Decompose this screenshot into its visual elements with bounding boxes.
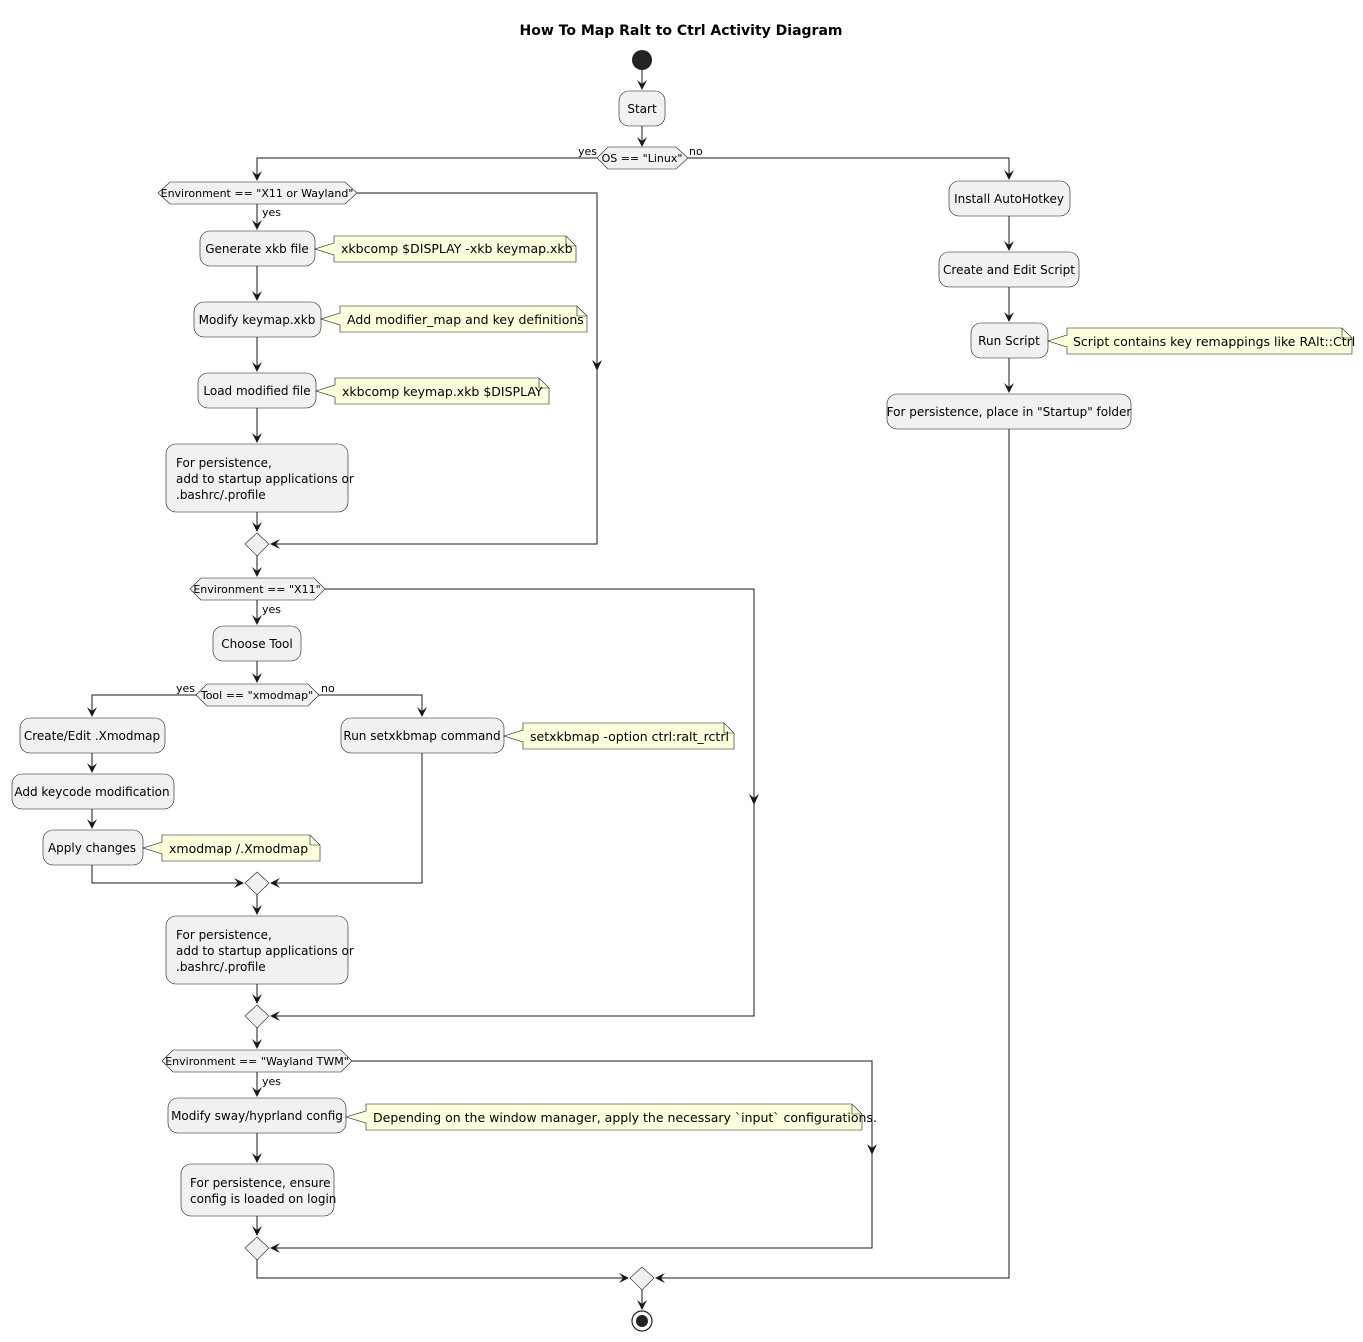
svg-text:config is loaded on login: config is loaded on login [190,1192,336,1206]
svg-text:Start: Start [627,102,657,116]
svg-text:Choose Tool: Choose Tool [221,637,292,651]
run-setxkbmap-activity: Run setxkbmap command [340,717,505,754]
svg-text:Depending on the window manage: Depending on the window manager, apply t… [373,1110,877,1125]
create-edit-script-activity: Create and Edit Script [938,251,1080,288]
modify-keymap-activity: Modify keymap.xkb [193,301,322,338]
tool-decision: Tool == "xmodmap" [195,683,320,707]
svg-text:For persistence, ensure: For persistence, ensure [190,1176,331,1190]
svg-text:.bashrc/.profile: .bashrc/.profile [176,488,266,502]
svg-text:Environment == "X11 or Wayland: Environment == "X11 or Wayland" [161,187,354,200]
modify-sway-note: Depending on the window manager, apply t… [344,1103,877,1131]
env2-yes-label: yes [262,603,281,616]
merge-diamond-4 [244,1236,270,1261]
windows-persistence-activity: For persistence, place in "Startup" fold… [887,393,1132,430]
final-merge-diamond [629,1266,655,1291]
install-autohotkey-activity: Install AutoHotkey [948,180,1071,217]
svg-text:Modify sway/hyprland config: Modify sway/hyprland config [171,1109,343,1123]
svg-text:Apply changes: Apply changes [48,841,136,855]
svg-text:Script contains key remappings: Script contains key remappings like RAlt… [1073,334,1355,349]
generate-xkb-activity: Generate xkb file [199,230,316,267]
tool-no-label: no [321,682,335,695]
os-no-label: no [689,145,703,158]
apply-changes-activity: Apply changes [42,829,144,866]
load-modified-note: xkbcomp keymap.xkb $DISPLAY [315,377,550,405]
svg-text:Create and Edit Script: Create and Edit Script [943,263,1075,277]
start-activity: Start [618,90,666,127]
svg-text:For persistence,: For persistence, [176,456,272,470]
run-script-note: Script contains key remappings like RAlt… [1047,327,1355,355]
create-xmodmap-activity: Create/Edit .Xmodmap [19,717,166,754]
add-keycode-activity: Add keycode modification [11,773,175,810]
generate-xkb-note: xkbcomp $DISPLAY -xkb keymap.xkb [314,235,577,263]
env-x11-or-wayland-decision: Environment == "X11 or Wayland" [157,181,358,205]
svg-text:Run setxkbmap command: Run setxkbmap command [343,729,500,743]
svg-text:Install AutoHotkey: Install AutoHotkey [954,192,1064,206]
end-node [631,1310,653,1332]
svg-text:Add keycode modification: Add keycode modification [14,785,169,799]
svg-text:xkbcomp keymap.xkb $DISPLAY: xkbcomp keymap.xkb $DISPLAY [342,384,543,399]
svg-text:Create/Edit .Xmodmap: Create/Edit .Xmodmap [24,729,160,743]
persistence-activity-3: For persistence, ensure config is loaded… [180,1163,336,1217]
svg-text:Tool == "xmodmap": Tool == "xmodmap" [200,689,313,702]
svg-text:.bashrc/.profile: .bashrc/.profile [176,960,266,974]
svg-text:add to startup applications or: add to startup applications or [176,944,354,958]
modify-sway-activity: Modify sway/hyprland config [167,1097,347,1134]
svg-text:setxkbmap -option ctrl:ralt_rc: setxkbmap -option ctrl:ralt_rctrl [530,729,729,744]
run-script-activity: Run Script [970,322,1049,359]
os-yes-label: yes [578,145,597,158]
os-decision: OS == "Linux" [596,146,689,170]
start-node [632,50,652,70]
merge-diamond-3 [244,1004,270,1029]
svg-text:OS == "Linux": OS == "Linux" [602,152,683,165]
persistence-activity-2: For persistence, add to startup applicat… [165,915,354,985]
env1-yes-label: yes [262,206,281,219]
svg-text:For persistence, place in "Sta: For persistence, place in "Startup" fold… [887,405,1132,419]
env-x11-decision: Environment == "X11" [189,577,326,601]
apply-changes-note: xmodmap /.Xmodmap [142,834,321,862]
run-setxkbmap-note: setxkbmap -option ctrl:ralt_rctrl [503,722,735,750]
load-modified-activity: Load modified file [197,372,317,409]
merge-diamond-1 [244,532,270,557]
choose-tool-activity: Choose Tool [212,625,302,662]
svg-text:add to startup applications or: add to startup applications or [176,472,354,486]
svg-text:Add modifier_map and key defin: Add modifier_map and key definitions [347,312,584,327]
svg-text:Environment == "X11": Environment == "X11" [193,583,320,596]
merge-diamond-2 [244,871,270,896]
svg-text:Modify keymap.xkb: Modify keymap.xkb [199,313,316,327]
env-wayland-twm-decision: Environment == "Wayland TWM" [161,1049,353,1073]
svg-text:xmodmap /.Xmodmap: xmodmap /.Xmodmap [169,841,308,856]
tool-yes-label: yes [176,682,195,695]
svg-text:Environment == "Wayland TWM": Environment == "Wayland TWM" [165,1055,349,1068]
diagram-title: How To Map Ralt to Ctrl Activity Diagram [520,23,843,39]
svg-text:For persistence,: For persistence, [176,928,272,942]
modify-keymap-note: Add modifier_map and key definitions [320,305,588,333]
env3-yes-label: yes [262,1075,281,1088]
svg-text:Load modified file: Load modified file [203,384,310,398]
persistence-activity-1: For persistence, add to startup applicat… [165,443,354,513]
svg-text:Run Script: Run Script [978,334,1040,348]
svg-text:xkbcomp $DISPLAY -xkb keymap.x: xkbcomp $DISPLAY -xkb keymap.xkb [341,241,573,256]
svg-text:Generate xkb file: Generate xkb file [205,242,309,256]
